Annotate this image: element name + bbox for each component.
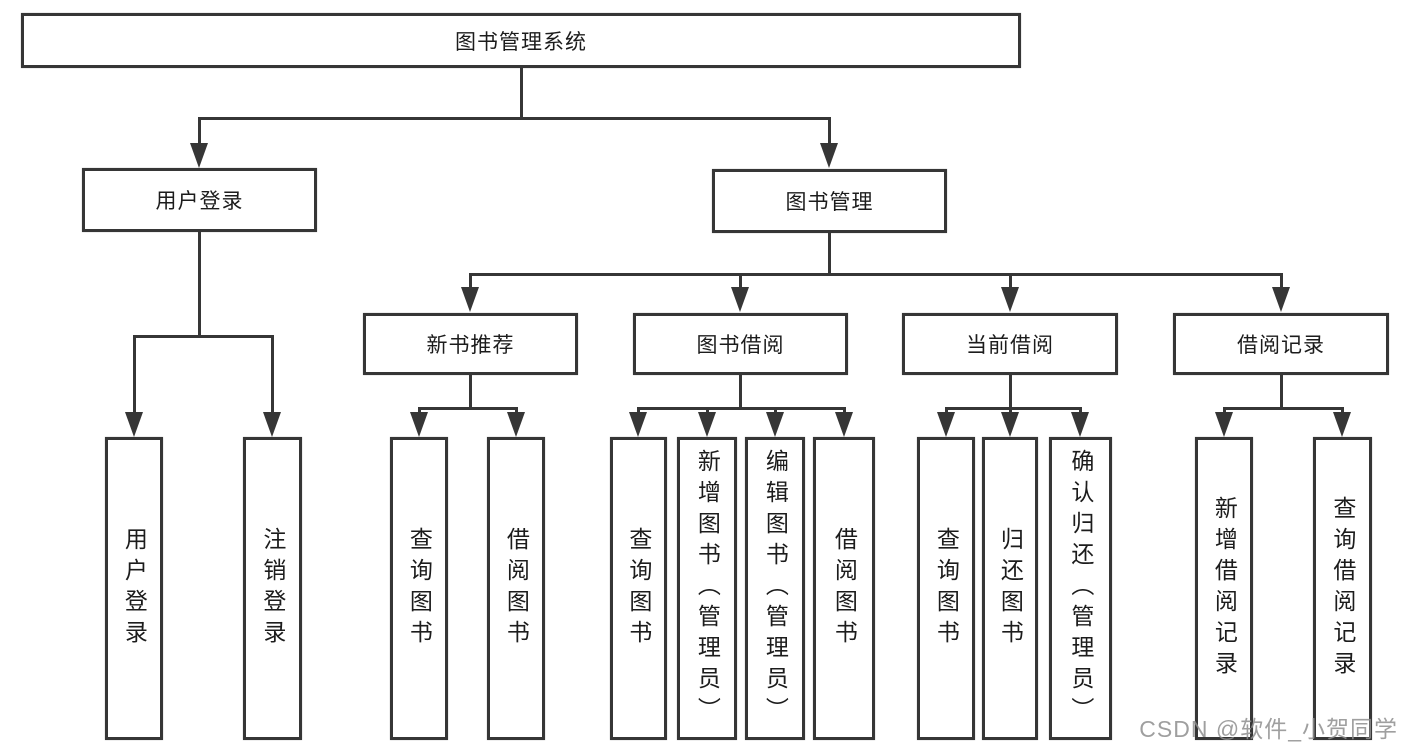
arrowhead-icon bbox=[507, 412, 525, 437]
leaf-query-borrow-record-label: 查询借阅记录 bbox=[1329, 495, 1356, 682]
arrowhead-icon bbox=[629, 412, 647, 437]
connector-hline bbox=[418, 407, 518, 410]
connector-vline bbox=[271, 335, 274, 415]
connector-vline bbox=[1009, 273, 1012, 291]
watermark: CSDN @软件_小贺同学 bbox=[1139, 716, 1398, 742]
leaf-borrow-book-recommend: 借阅图书 bbox=[487, 437, 545, 740]
arrowhead-icon bbox=[1001, 287, 1019, 312]
connector-vline bbox=[739, 273, 742, 291]
node-current-borrowing: 当前借阅 bbox=[902, 313, 1118, 375]
leaf-borrow-book-borrowing-label: 借阅图书 bbox=[831, 526, 858, 651]
leaf-add-borrow-record-label: 新增借阅记录 bbox=[1211, 495, 1238, 682]
connector-hline bbox=[637, 407, 846, 410]
node-book-borrowing: 图书借阅 bbox=[633, 313, 848, 375]
node-borrowing-records: 借阅记录 bbox=[1173, 313, 1389, 375]
leaf-add-book-admin-label: 新增图书（管理员） bbox=[694, 449, 721, 728]
leaf-query-book-borrowing-label: 查询图书 bbox=[625, 526, 652, 651]
arrowhead-icon bbox=[410, 412, 428, 437]
arrowhead-icon bbox=[190, 143, 208, 168]
leaf-edit-book-admin: 编辑图书（管理员） bbox=[745, 437, 805, 740]
connector-vline bbox=[520, 68, 523, 117]
node-book-borrowing-label: 图书借阅 bbox=[696, 334, 785, 357]
arrowhead-icon bbox=[835, 412, 853, 437]
connector-hline bbox=[1223, 407, 1344, 410]
connector-vline bbox=[828, 117, 831, 147]
connector-hline bbox=[945, 407, 1082, 410]
leaf-borrow-book-borrowing: 借阅图书 bbox=[813, 437, 875, 740]
connector-vline bbox=[469, 273, 472, 291]
arrowhead-icon bbox=[820, 143, 838, 168]
node-user-login-label: 用户登录 bbox=[155, 190, 244, 213]
leaf-query-book-current-label: 查询图书 bbox=[933, 526, 960, 651]
leaf-query-book-borrowing: 查询图书 bbox=[610, 437, 667, 740]
connector-vline bbox=[1280, 375, 1283, 408]
connector-vline bbox=[469, 375, 472, 408]
arrowhead-icon bbox=[1272, 287, 1290, 312]
arrowhead-icon bbox=[1071, 412, 1089, 437]
leaf-query-book-recommend: 查询图书 bbox=[390, 437, 448, 740]
arrowhead-icon bbox=[263, 412, 281, 437]
node-book-management: 图书管理 bbox=[712, 169, 947, 233]
connector-hline bbox=[469, 273, 1283, 276]
arrowhead-icon bbox=[461, 287, 479, 312]
arrowhead-icon bbox=[125, 412, 143, 437]
connector-vline bbox=[739, 375, 742, 408]
leaf-confirm-return-admin-label: 确认归还（管理员） bbox=[1067, 449, 1094, 728]
leaf-logout: 注销登录 bbox=[243, 437, 302, 740]
node-book-management-label: 图书管理 bbox=[785, 191, 874, 214]
leaf-return-book: 归还图书 bbox=[982, 437, 1038, 740]
node-library-system-label: 图书管理系统 bbox=[455, 30, 587, 54]
connector-vline bbox=[1009, 375, 1012, 408]
leaf-query-book-recommend-label: 查询图书 bbox=[406, 526, 433, 651]
arrowhead-icon bbox=[1333, 412, 1351, 437]
node-new-book-recommendation: 新书推荐 bbox=[363, 313, 578, 375]
arrowhead-icon bbox=[1215, 412, 1233, 437]
connector-vline bbox=[1280, 273, 1283, 291]
arrowhead-icon bbox=[937, 412, 955, 437]
node-library-system: 图书管理系统 bbox=[21, 13, 1021, 68]
leaf-user-login: 用户登录 bbox=[105, 437, 163, 740]
leaf-add-book-admin: 新增图书（管理员） bbox=[677, 437, 737, 740]
connector-vline bbox=[828, 233, 831, 275]
leaf-user-login-label: 用户登录 bbox=[121, 526, 148, 651]
leaf-return-book-label: 归还图书 bbox=[997, 526, 1024, 651]
leaf-edit-book-admin-label: 编辑图书（管理员） bbox=[762, 449, 789, 728]
arrowhead-icon bbox=[731, 287, 749, 312]
node-current-borrowing-label: 当前借阅 bbox=[966, 334, 1054, 357]
arrowhead-icon bbox=[766, 412, 784, 437]
leaf-confirm-return-admin: 确认归还（管理员） bbox=[1049, 437, 1112, 740]
leaf-logout-label: 注销登录 bbox=[259, 526, 286, 651]
connector-vline bbox=[198, 232, 201, 337]
leaf-add-borrow-record: 新增借阅记录 bbox=[1195, 437, 1253, 740]
leaf-query-book-current: 查询图书 bbox=[917, 437, 975, 740]
arrowhead-icon bbox=[1001, 412, 1019, 437]
arrowhead-icon bbox=[698, 412, 716, 437]
leaf-borrow-book-recommend-label: 借阅图书 bbox=[503, 526, 530, 651]
connector-vline bbox=[198, 117, 201, 147]
connector-hline bbox=[198, 117, 831, 120]
connector-vline bbox=[133, 335, 136, 415]
connector-hline bbox=[133, 335, 274, 338]
node-new-book-recommendation-label: 新书推荐 bbox=[426, 334, 515, 357]
leaf-query-borrow-record: 查询借阅记录 bbox=[1313, 437, 1372, 740]
node-user-login: 用户登录 bbox=[82, 168, 317, 232]
node-borrowing-records-label: 借阅记录 bbox=[1237, 334, 1325, 357]
